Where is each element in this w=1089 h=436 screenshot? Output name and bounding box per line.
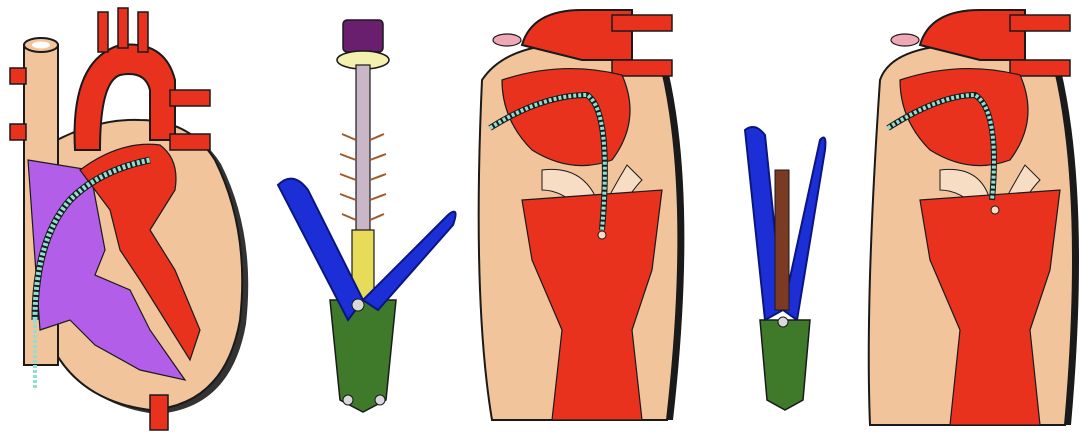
panel-left-heart-grasp: [462, 0, 702, 436]
clip-base: [760, 320, 810, 410]
panel-clip-closed: [735, 0, 835, 436]
panel-left-heart-deployed: [860, 0, 1089, 436]
clip-base: [330, 300, 396, 412]
shaft-cap: [343, 20, 383, 52]
deployed-clip: [991, 206, 999, 214]
panel-heart-transseptal: [0, 0, 250, 436]
gripper: [775, 170, 789, 310]
clip-arm-right: [363, 212, 456, 310]
panel-clip-open: [268, 0, 468, 436]
clip-arm-left: [278, 179, 363, 320]
